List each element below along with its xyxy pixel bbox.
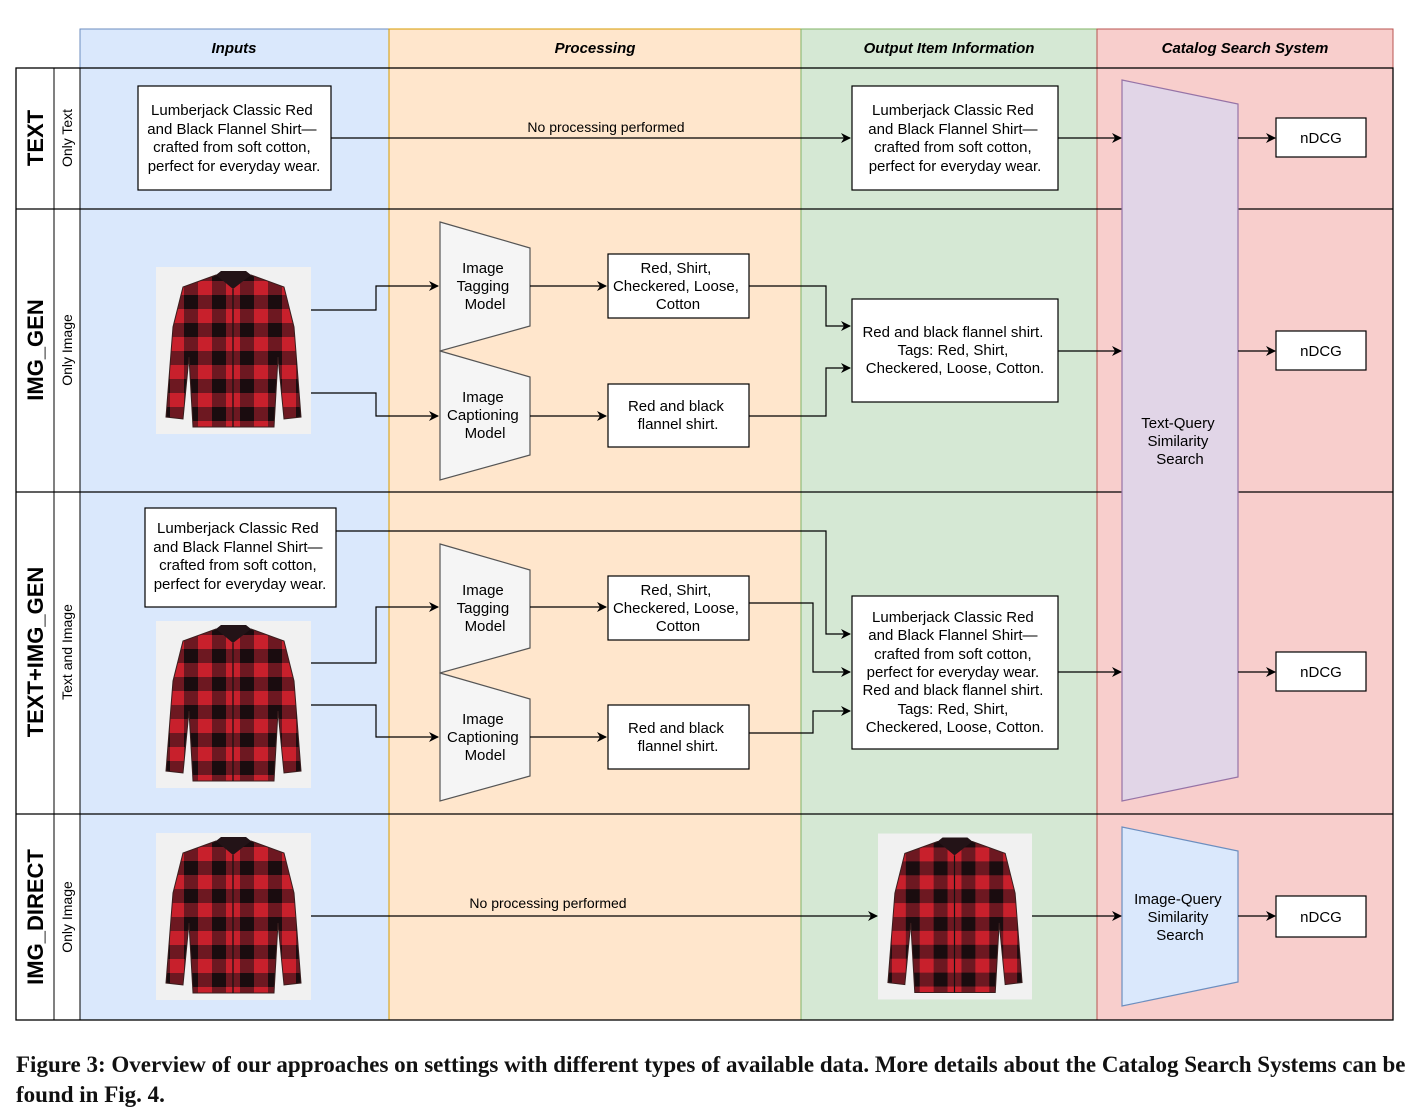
- no-processing-label: No processing performed: [527, 119, 684, 135]
- svg-text:nDCG: nDCG: [1300, 664, 1342, 681]
- text-query-search-block: [1121, 79, 1239, 802]
- shirt-image: [156, 833, 311, 1000]
- row-label-img-direct: IMG_DIRECT: [23, 849, 48, 985]
- row-label-text-img-gen: TEXT+IMG_GEN: [23, 567, 48, 738]
- svg-text:Red, Shirt, Checkered, L: Red, Shirt, Checkered, Loose, Cotton: [613, 260, 743, 313]
- image-query-search-block: [1121, 826, 1239, 1007]
- row-sub-img-gen: Only Image: [59, 314, 75, 386]
- figure-caption: Figure 3: Overview of our approaches on …: [16, 1052, 1406, 1107]
- approaches-diagram: Inputs Processing Output Item Informatio…: [15, 28, 1394, 1021]
- row-label-img-gen: IMG_GEN: [23, 299, 48, 400]
- svg-text:Image Tagging Mode: Image Tagging Model: [457, 582, 514, 635]
- no-processing-label: No processing performed: [469, 895, 626, 911]
- svg-text:Lumberjack Classic Red a: Lumberjack Classic Red and Black Flannel…: [147, 102, 320, 175]
- svg-text:Red, Shirt, Checkered, L: Red, Shirt, Checkered, Loose, Cotton: [613, 582, 743, 635]
- image-tagging-model: Image Tagging Model: [439, 221, 531, 352]
- text-input-box: Lumberjack Classic Red and Black Flannel…: [144, 507, 337, 608]
- image-tagging-model: Image Tagging Model: [439, 543, 531, 674]
- ndcg-box: nDCG: [1275, 895, 1367, 938]
- image-query-search-label: Image-Query Similarity Search: [1134, 891, 1226, 944]
- svg-text:Lumberjack Classic Red a: Lumberjack Classic Red and Black Flannel…: [862, 609, 1047, 736]
- ndcg-box: nDCG: [1275, 651, 1367, 692]
- svg-text:Red and black flannel shirt.: Red and black flannel shirt. Tags: Red, …: [862, 324, 1047, 377]
- ndcg-box: nDCG: [1275, 330, 1367, 371]
- combined-output-box: Lumberjack Classic Red and Black Flannel…: [851, 595, 1059, 750]
- row-sub-img-direct: Only Image: [59, 881, 75, 953]
- svg-text:Image Tagging Mode: Image Tagging Model: [457, 260, 514, 313]
- catalog-header: Catalog Search System: [1162, 40, 1329, 57]
- tags-box: Red, Shirt, Checkered, Loose, Cotton: [607, 575, 750, 641]
- svg-text:nDCG: nDCG: [1300, 130, 1342, 147]
- inputs-header: Inputs: [212, 40, 257, 57]
- processing-header: Processing: [555, 40, 636, 57]
- output-header: Output Item Information: [864, 40, 1035, 57]
- shirt-image: [156, 621, 311, 788]
- svg-text:Red and black flannel sh: Red and black flannel shirt.: [628, 720, 728, 755]
- text-query-search-label: Text-Query Similarity Search: [1141, 415, 1219, 468]
- svg-text:nDCG: nDCG: [1300, 343, 1342, 360]
- shirt-image: [156, 267, 311, 434]
- svg-text:Image Captioning M: Image Captioning Model: [447, 711, 523, 764]
- image-captioning-model: Image Captioning Model: [439, 672, 531, 802]
- ndcg-box: nDCG: [1275, 117, 1367, 158]
- caption-box: Red and black flannel shirt.: [607, 383, 750, 448]
- svg-text:Lumberjack Classic Red a: Lumberjack Classic Red and Black Flannel…: [868, 102, 1041, 175]
- row-label-text: TEXT: [23, 109, 48, 166]
- image-captioning-model: Image Captioning Model: [439, 350, 531, 481]
- text-input-box: Lumberjack Classic Red and Black Flannel…: [137, 85, 332, 191]
- row-sub-text-img-gen: Text and Image: [59, 604, 75, 700]
- row-sub-text: Only Text: [59, 109, 75, 167]
- text-output-box: Lumberjack Classic Red and Black Flannel…: [851, 85, 1059, 191]
- caption-box: Red and black flannel shirt.: [607, 704, 750, 770]
- svg-text:nDCG: nDCG: [1300, 909, 1342, 926]
- svg-text:Red and black flannel sh: Red and black flannel shirt.: [628, 398, 728, 433]
- shirt-image-output: [878, 833, 1032, 1000]
- tags-box: Red, Shirt, Checkered, Loose, Cotton: [607, 253, 750, 319]
- processing-column-bg: [388, 28, 802, 1021]
- svg-text:Image Captioning M: Image Captioning Model: [447, 389, 523, 442]
- img-gen-output-box: Red and black flannel shirt. Tags: Red, …: [851, 298, 1059, 403]
- svg-text:Lumberjack Classic Red a: Lumberjack Classic Red and Black Flannel…: [153, 520, 326, 593]
